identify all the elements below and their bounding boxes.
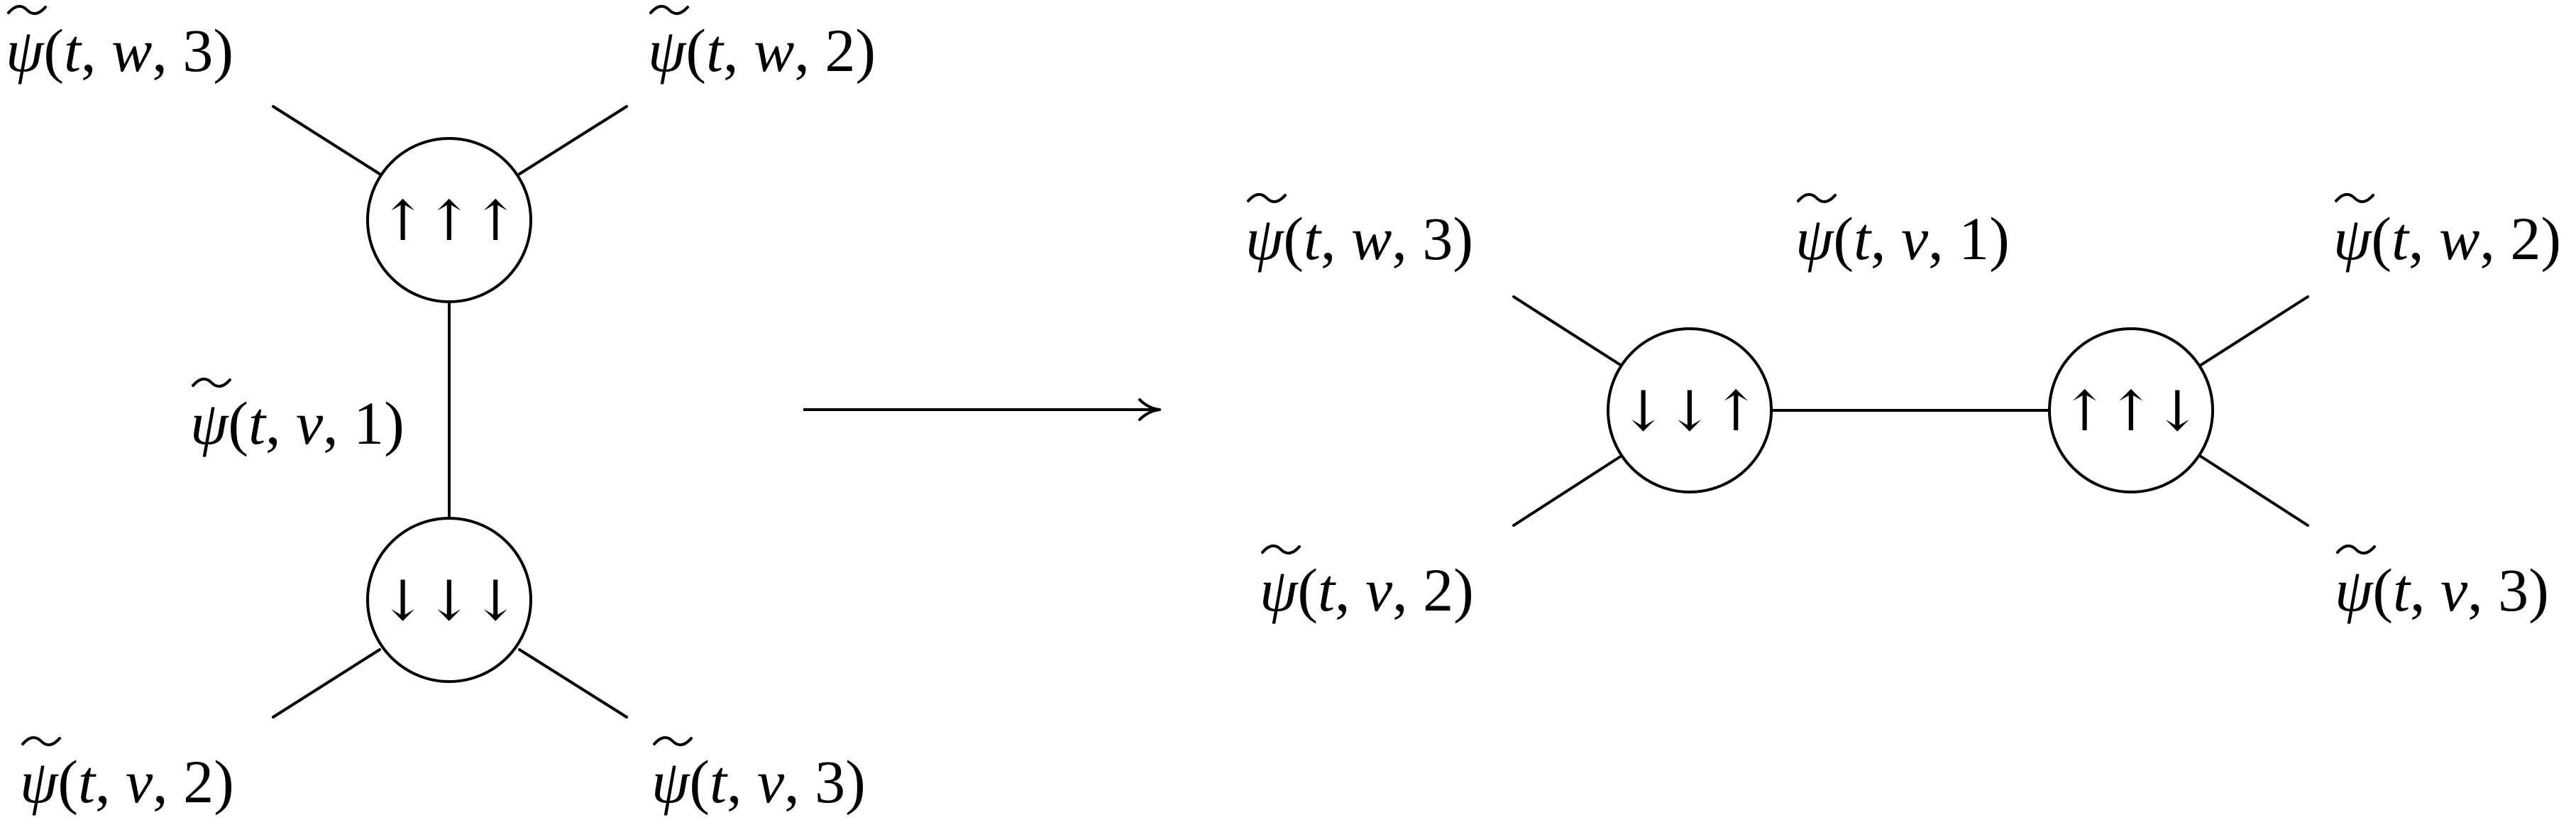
svg-text:ψ(t, v, 2): ψ(t, v, 2) xyxy=(20,748,234,816)
right-edge-left-top xyxy=(1512,295,1623,367)
svg-text:ψ(t, w, 2): ψ(t, w, 2) xyxy=(2333,204,2561,273)
transform-arrow xyxy=(803,398,1161,421)
svg-text:ψ(t, v, 1): ψ(t, v, 1) xyxy=(1795,204,2010,273)
left-edge-top-left xyxy=(272,105,381,175)
label-left-bottom-right: ψ(t, v, 3) xyxy=(651,736,866,816)
right-node-left: ↓↓↑ xyxy=(1607,327,1773,493)
label-right-middle: ψ(t, v, 1) xyxy=(1795,192,2010,273)
left-edge-bottom-left xyxy=(272,648,381,718)
svg-text:ψ(t, w, 2): ψ(t, w, 2) xyxy=(648,16,876,84)
right-graph: ↓↓↑ ↑↑↓ xyxy=(1512,295,2309,527)
svg-text:ψ(t, w, 3): ψ(t, w, 3) xyxy=(6,16,233,84)
right-node-right: ↑↑↓ xyxy=(2048,327,2214,493)
left-graph: ↑↑↑ ↓↓↓ xyxy=(272,105,628,718)
left-node-bottom-label: ↓↓↓ xyxy=(380,569,519,633)
label-right-top-right: ψ(t, w, 2) xyxy=(2333,192,2561,273)
right-edge-right-top xyxy=(2198,295,2309,367)
label-left-top-left: ψ(t, w, 3) xyxy=(6,4,233,84)
label-right-bottom-right: ψ(t, v, 3) xyxy=(2335,544,2549,624)
label-left-bottom-left: ψ(t, v, 2) xyxy=(20,736,234,816)
svg-text:ψ(t, v, 3): ψ(t, v, 3) xyxy=(651,748,866,816)
label-right-top-left: ψ(t, w, 3) xyxy=(1245,192,1473,273)
label-left-top-right: ψ(t, w, 2) xyxy=(648,4,876,84)
svg-text:ψ(t, v, 3): ψ(t, v, 3) xyxy=(2335,556,2549,624)
left-node-top: ↑↑↑ xyxy=(366,137,532,303)
right-node-right-label: ↑↑↓ xyxy=(2062,380,2201,444)
svg-text:ψ(t, v, 2): ψ(t, v, 2) xyxy=(1260,556,1474,624)
right-edge-left-bottom xyxy=(1512,454,1623,527)
left-node-bottom: ↓↓↓ xyxy=(366,517,532,683)
left-edge-top-right xyxy=(518,105,628,175)
right-edge-right-bottom xyxy=(2198,454,2309,527)
left-edge-bottom-right xyxy=(518,648,628,718)
right-node-left-label: ↓↓↑ xyxy=(1620,380,1759,444)
label-right-bottom-left: ψ(t, v, 2) xyxy=(1260,544,1474,624)
svg-text:ψ(t, w, 3): ψ(t, w, 3) xyxy=(1245,204,1473,273)
svg-text:ψ(t, v, 1): ψ(t, v, 1) xyxy=(190,389,404,457)
left-node-top-label: ↑↑↑ xyxy=(380,190,519,253)
label-left-middle: ψ(t, v, 1) xyxy=(190,377,404,457)
